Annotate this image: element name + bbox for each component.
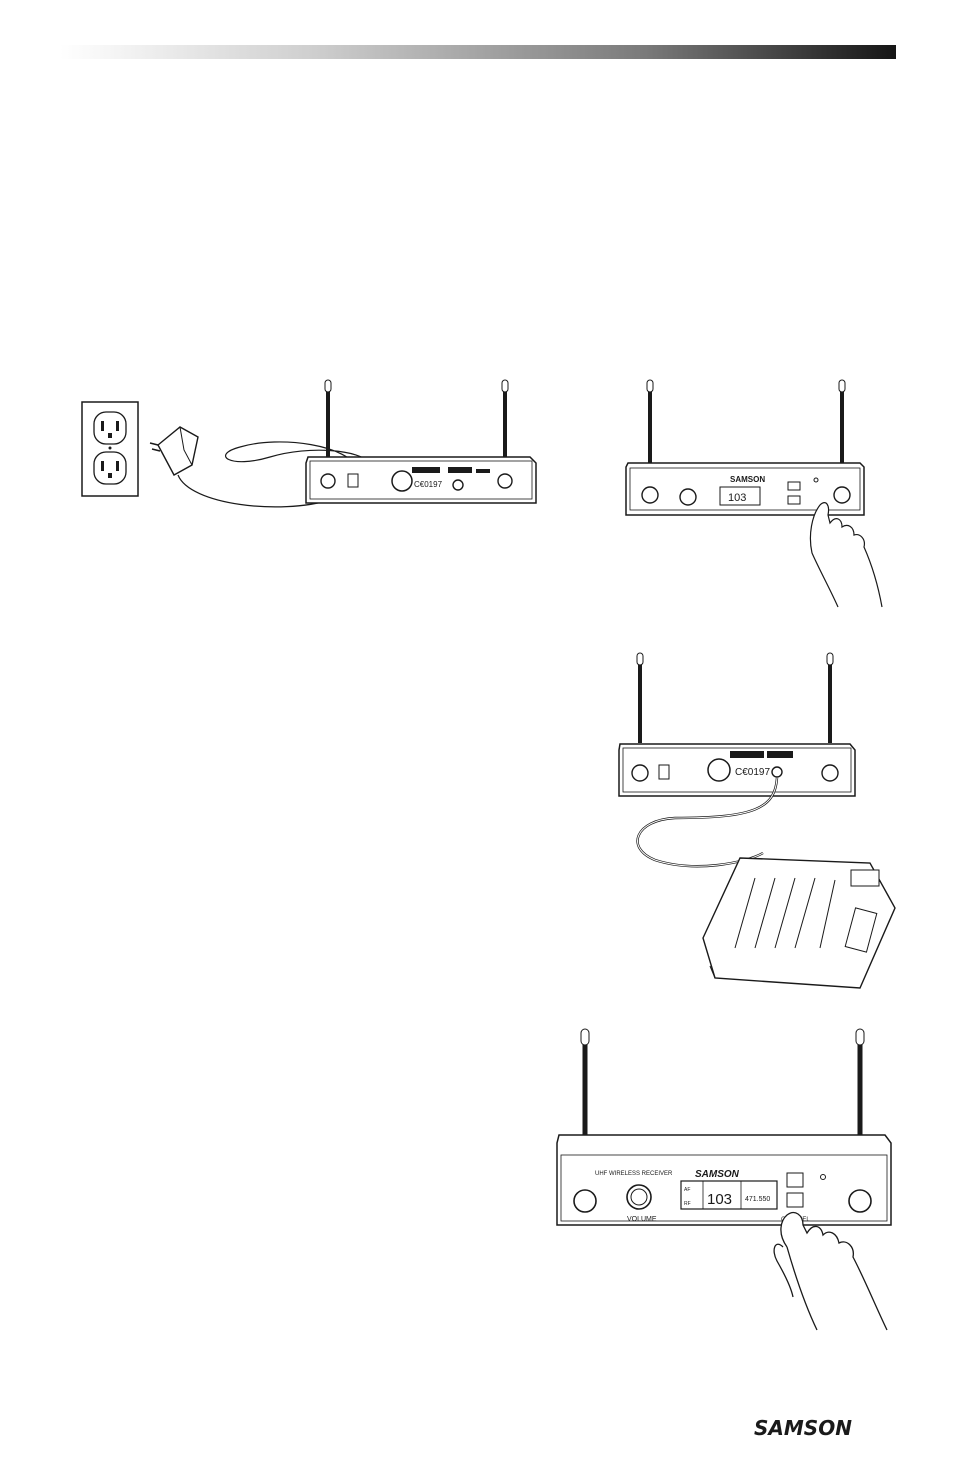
figure-mixer-connection: C€0197 <box>615 648 900 993</box>
display-channel-number: 103 <box>707 1191 732 1208</box>
figure-power-on: 103 SAMSON <box>620 375 890 610</box>
header-gradient-bar <box>60 45 896 59</box>
wall-outlet <box>81 401 139 497</box>
display-af: AF <box>684 1187 690 1193</box>
ce-mark: C€0197 <box>414 480 443 489</box>
samson-logo: SAMSON <box>752 1413 902 1443</box>
display-rf: RF <box>684 1201 691 1207</box>
receiver-rear-panel: C€0197 <box>305 379 537 504</box>
front-brand-large: SAMSON <box>695 1169 740 1180</box>
ce-mark-2: C€0197 <box>735 767 770 778</box>
display-channel-small: 103 <box>728 492 746 504</box>
figure-channel-select: UHF WIRELESS RECEIVER SAMSON VOLUME AF R… <box>555 1025 900 1335</box>
power-adapter-icon <box>149 426 375 508</box>
volume-label: VOLUME <box>627 1216 657 1223</box>
figure-power-connection: C€0197 <box>80 375 540 515</box>
display-frequency: 471.550 <box>745 1196 770 1203</box>
mixer-icon <box>702 857 896 989</box>
front-model-label: UHF WIRELESS RECEIVER <box>595 1171 673 1177</box>
samson-logo-text: SAMSON <box>754 1416 852 1440</box>
front-brand-small: SAMSON <box>730 475 765 484</box>
